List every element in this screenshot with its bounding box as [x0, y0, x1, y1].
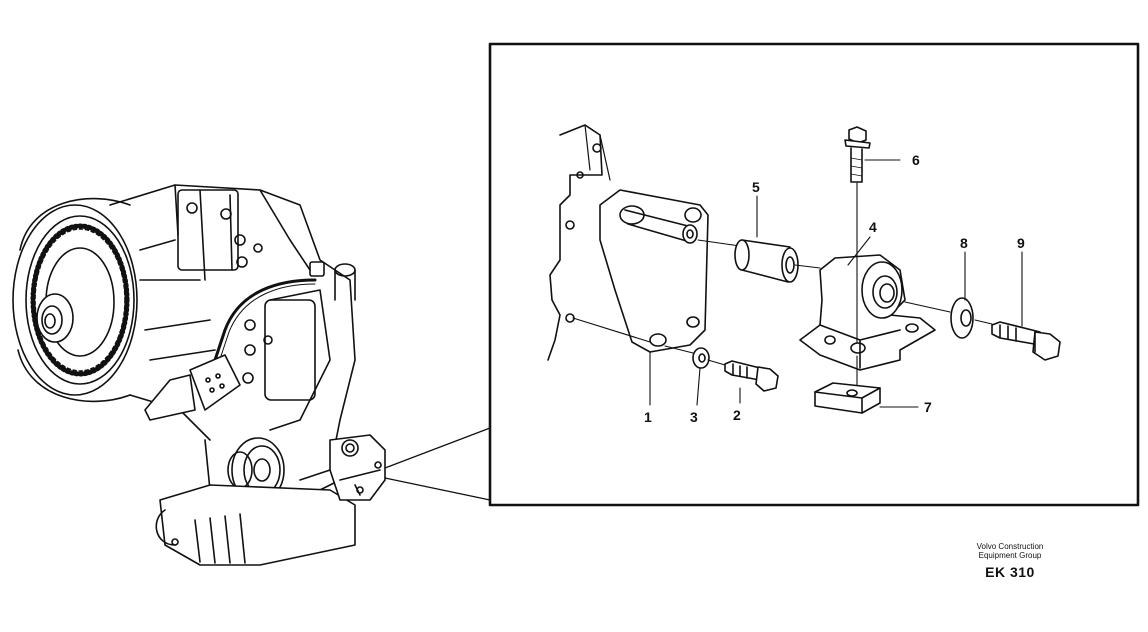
transmission-assembly [12, 184, 386, 566]
callout-4: 4 [869, 219, 877, 235]
detail-frame [488, 42, 1140, 507]
part-9-bolt-right [991, 321, 1061, 361]
callout-8: 8 [960, 235, 968, 251]
detail-leader-lines [384, 427, 491, 501]
callout-1: 1 [644, 409, 652, 425]
figure-code: EK 310 [985, 564, 1035, 580]
callout-3: 3 [690, 409, 698, 425]
callout-6: 6 [912, 152, 920, 168]
part-5-bushing [697, 239, 821, 283]
callout-7: 7 [924, 399, 932, 415]
callout-9: 9 [1017, 235, 1025, 251]
callout-2: 2 [733, 407, 741, 423]
credit-line-1: Volvo Construction [976, 542, 1044, 551]
part-3-washer [664, 345, 726, 369]
callout-5: 5 [752, 179, 760, 195]
callout-leaders [649, 159, 1023, 408]
gear-ring [30, 223, 130, 377]
credit-line-2: Equipment Group [978, 551, 1042, 560]
part-4-mount [799, 254, 936, 371]
callout-labels: 1 2 3 4 5 6 7 8 9 [644, 152, 1025, 425]
part-7-nut-plate [814, 382, 881, 414]
part-8-washer [904, 297, 993, 339]
publisher-credit: Volvo Construction Equipment Group EK 31… [960, 542, 1060, 580]
part-1-bracket-plate [599, 189, 709, 353]
part-2-bolt-small [724, 360, 779, 392]
part-6-bolt-top [844, 126, 871, 183]
